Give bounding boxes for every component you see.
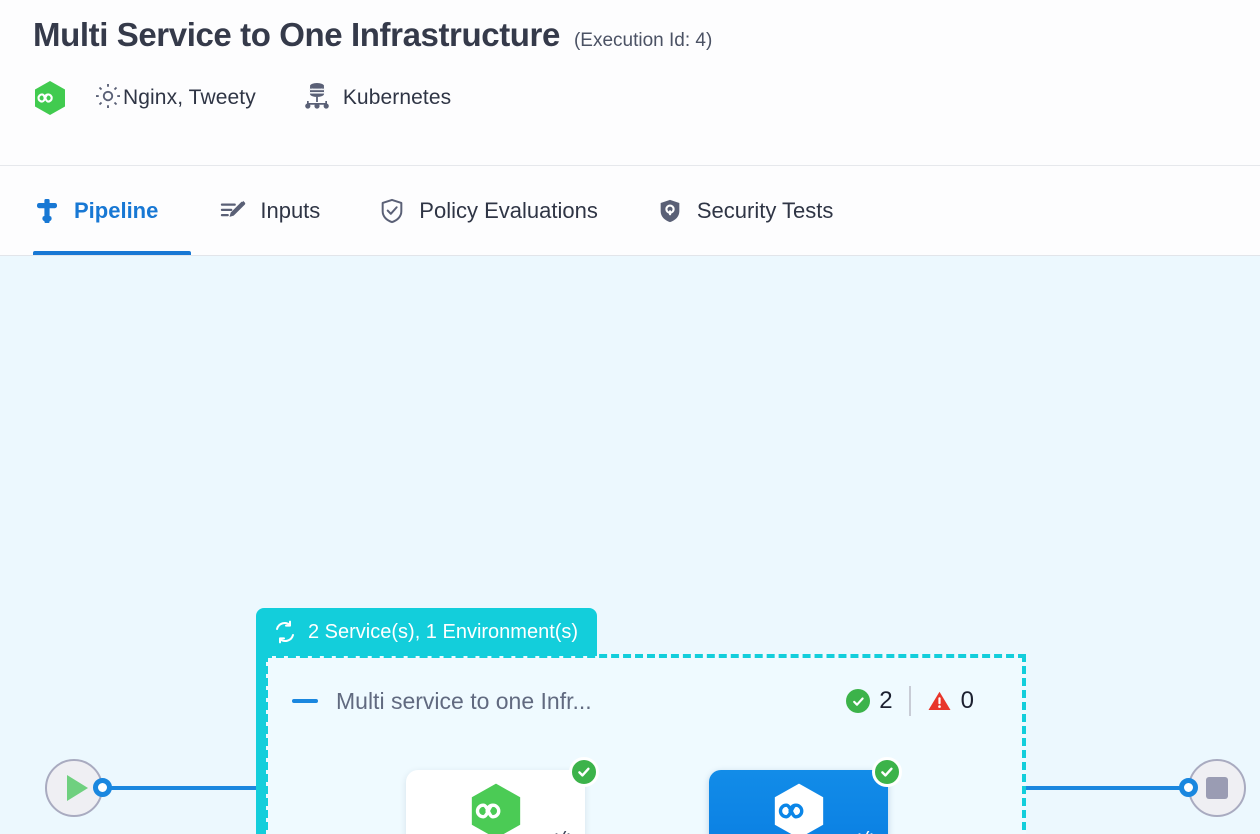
gear-icon — [93, 81, 123, 116]
service-node-nginx: </> (Nginx): Multi service to one... — [405, 757, 599, 834]
tab-security-tests-label: Security Tests — [696, 197, 834, 223]
infrastructure-group: Kubernetes — [303, 81, 451, 116]
code-view-icon[interactable]: </> — [549, 830, 576, 834]
service-card[interactable]: </> — [406, 757, 599, 834]
counts-divider — [908, 686, 911, 716]
success-count: 2 — [879, 687, 893, 714]
connector-line-right — [1026, 786, 1190, 790]
warning-count: 0 — [960, 687, 974, 714]
tab-bar: Pipeline Inputs Policy Evaluations — [0, 166, 1260, 256]
title-row: Multi Service to One Infrastructure (Exe… — [33, 16, 1260, 54]
pipeline-end-node[interactable] — [1188, 759, 1246, 817]
tab-inputs-label: Inputs — [260, 197, 321, 223]
page-header: Multi Service to One Infrastructure (Exe… — [0, 0, 1260, 166]
stage-counts: 2 0 — [846, 686, 974, 716]
page-title: Multi Service to One Infrastructure — [33, 16, 560, 53]
stage-title: Multi service to one Infr... — [336, 687, 592, 714]
check-circle-icon — [846, 689, 871, 713]
tab-pipeline[interactable]: Pipeline — [33, 166, 192, 255]
kubernetes-cluster-icon — [303, 81, 331, 116]
shield-check-icon — [378, 197, 406, 225]
stage-badge-label: 2 Service(s), 1 Environment(s) — [308, 620, 579, 643]
meta-row: Nginx, Tweety Kubernetes — [33, 80, 1260, 116]
stage-left-accent-bar — [256, 652, 266, 834]
connector-line-left — [102, 786, 264, 790]
stage-header: Multi service to one Infr... 2 — [292, 686, 974, 716]
check-circle-icon — [872, 757, 902, 787]
warning-triangle-icon — [927, 689, 952, 713]
warning-count-group: 0 — [927, 687, 974, 715]
collapse-minus-icon[interactable] — [292, 699, 318, 703]
service-nodes-row: </> (Nginx): Multi service to one... — [268, 757, 1022, 834]
nginx-service-icon — [468, 782, 524, 834]
start-node-port[interactable] — [93, 778, 112, 797]
infrastructure-label: Kubernetes — [342, 86, 452, 109]
execution-id: (Execution Id: 4) — [573, 30, 713, 51]
stage-group-box[interactable]: Multi service to one Infr... 2 — [264, 654, 1026, 834]
service-node-tweety: </> (Tweety, {"__uuid":... — [708, 757, 902, 834]
service-card[interactable]: </> — [709, 757, 902, 834]
code-view-icon[interactable]: </> — [852, 830, 879, 834]
tab-inputs[interactable]: Inputs — [219, 166, 348, 255]
services-label: Nginx, Tweety — [123, 86, 256, 109]
loop-repeat-icon — [273, 620, 297, 644]
tab-pipeline-label: Pipeline — [74, 197, 159, 223]
stop-icon — [1206, 777, 1228, 799]
stage-badge[interactable]: 2 Service(s), 1 Environment(s) — [256, 608, 598, 656]
tab-security-tests[interactable]: Security Tests — [656, 166, 862, 255]
success-count-group: 2 — [846, 687, 893, 715]
shield-lock-icon — [656, 197, 684, 225]
tab-policy-evaluations[interactable]: Policy Evaluations — [378, 166, 626, 255]
infinity-hexagon-icon — [33, 80, 67, 116]
edit-pencil-icon — [219, 197, 247, 225]
tab-policy-evaluations-label: Policy Evaluations — [419, 197, 598, 223]
pipeline-canvas: 2 Service(s), 1 Environment(s) Multi ser… — [0, 256, 1260, 834]
check-circle-icon — [569, 757, 599, 787]
end-node-port[interactable] — [1179, 778, 1198, 797]
play-icon — [66, 775, 88, 801]
pipeline-icon — [33, 197, 61, 225]
tweety-service-icon — [771, 782, 827, 834]
